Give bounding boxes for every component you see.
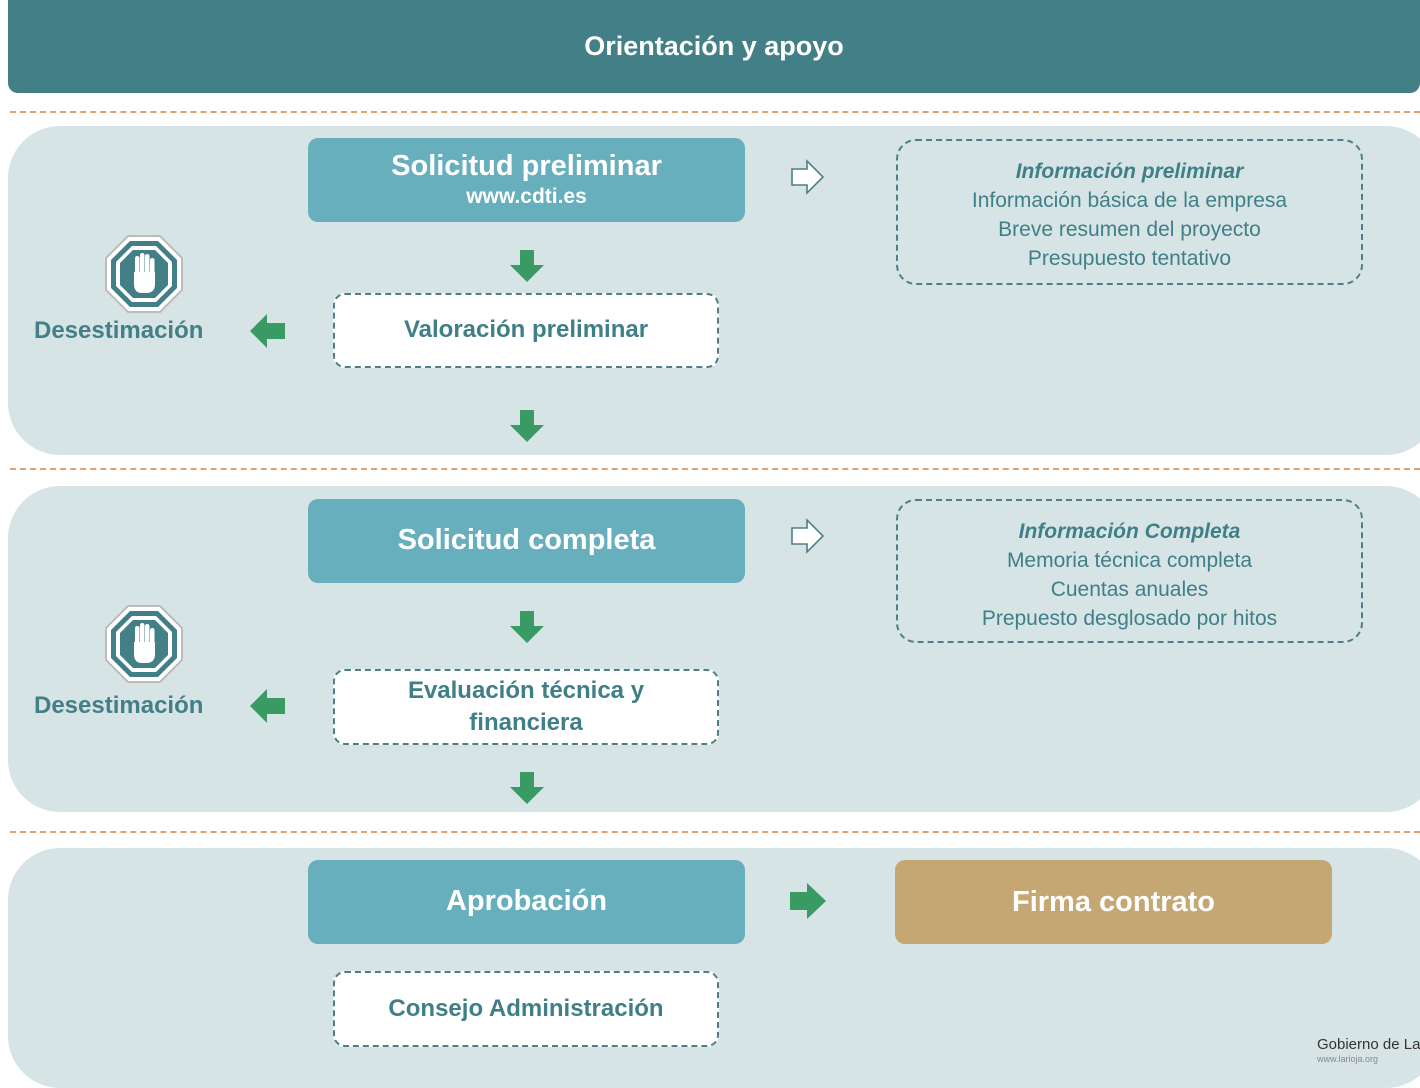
preliminary-info-title: Información preliminar [1015, 160, 1244, 183]
footer-organization: Gobierno de La [1317, 1036, 1420, 1053]
preliminary-request-box: Solicitud preliminar www.cdti.es [308, 138, 745, 222]
arrow-down-icon [510, 410, 544, 442]
preliminary-assessment-label: Valoración preliminar [403, 316, 649, 344]
arrow-down-icon [510, 772, 544, 804]
footer-url: www.larioja.org [1317, 1054, 1379, 1064]
section-divider [10, 468, 1420, 470]
stop-hand-icon [105, 605, 183, 683]
complete-info-item: Prepuesto desglosado por hitos [981, 607, 1278, 630]
preliminary-request-title: Solicitud preliminar [391, 149, 662, 182]
technical-financial-evaluation-box: Evaluación técnica y financiera [333, 669, 719, 745]
section-divider [10, 831, 1420, 833]
complete-info-box: Información Completa Memoria técnica com… [896, 499, 1363, 643]
preliminary-info-item: Presupuesto tentativo [1027, 247, 1232, 270]
arrow-down-icon [510, 250, 544, 282]
contract-signature-box: Firma contrato [895, 860, 1332, 944]
preliminary-request-url: www.cdti.es [466, 185, 587, 209]
rejection-label: Desestimación [34, 317, 204, 344]
preliminary-assessment-box: Valoración preliminar [333, 293, 719, 368]
stop-hand-icon [105, 235, 183, 313]
section-divider [10, 111, 1420, 113]
rejection-label: Desestimación [34, 692, 204, 719]
approval-box: Aprobación [308, 860, 745, 944]
page-title: Orientación y apoyo [8, 0, 1420, 93]
preliminary-info-box: Información preliminar Información básic… [896, 139, 1363, 285]
arrow-down-icon [510, 611, 544, 643]
outline-arrow-right-icon [791, 159, 825, 195]
approval-label: Aprobación [445, 885, 608, 918]
arrow-right-icon [790, 883, 826, 919]
arrow-left-icon [250, 689, 285, 723]
contract-signature-label: Firma contrato [1011, 885, 1216, 918]
evaluation-label-line2: financiera [469, 709, 583, 736]
preliminary-info-item: Breve resumen del proyecto [998, 218, 1261, 241]
preliminary-info-item: Información básica de la empresa [971, 189, 1288, 212]
complete-info-item: Memoria técnica completa [1006, 549, 1253, 572]
arrow-left-icon [250, 314, 285, 348]
complete-info-title: Información Completa [1018, 520, 1241, 543]
complete-request-box: Solicitud completa [308, 499, 745, 583]
complete-info-item: Cuentas anuales [1050, 578, 1209, 601]
evaluation-label-line1: Evaluación técnica y [407, 676, 645, 704]
board-of-directors-label: Consejo Administración [388, 994, 664, 1022]
board-of-directors-box: Consejo Administración [333, 971, 719, 1047]
outline-arrow-right-icon [791, 518, 825, 554]
complete-request-title: Solicitud completa [397, 524, 656, 557]
